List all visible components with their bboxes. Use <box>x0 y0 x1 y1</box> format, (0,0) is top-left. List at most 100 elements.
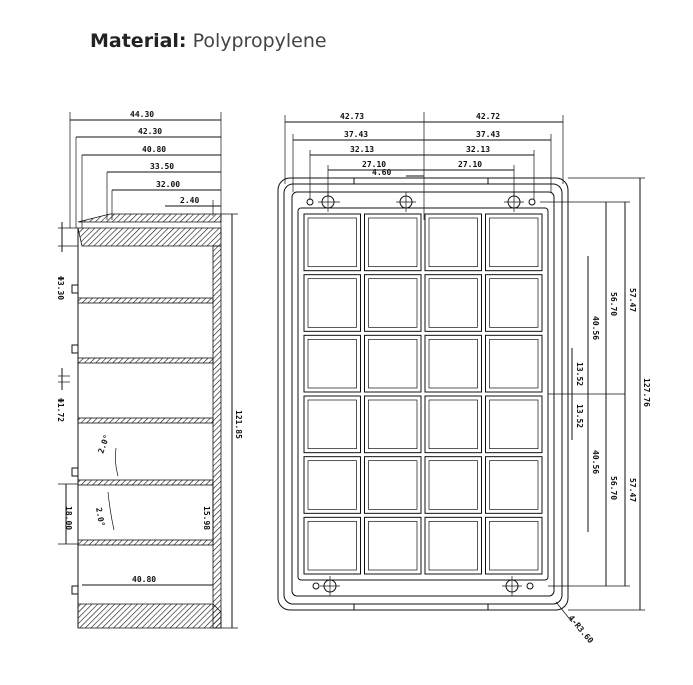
cell-1-3 <box>485 274 543 332</box>
cell-inner-3-1 <box>368 399 418 450</box>
cell-2-2 <box>424 334 482 393</box>
cell-1-2 <box>424 274 482 332</box>
dim-32-00: 32.00 <box>156 180 180 189</box>
side-view: 44.30 42.30 40.80 33.50 32.00 2.40 Φ3.30… <box>56 110 243 629</box>
cell-5-2 <box>424 516 482 575</box>
tray-outer <box>277 177 569 611</box>
cell-inner-0-0 <box>307 217 357 268</box>
dim-37-43-right: 37.43 <box>476 130 500 139</box>
cell-inner-3-2 <box>428 399 478 450</box>
cell-3-1 <box>364 395 422 454</box>
cell-inner-4-2 <box>428 460 478 510</box>
cell-0-1 <box>364 213 422 272</box>
hole-tr2 <box>528 198 536 206</box>
dim-42-72: 42.72 <box>476 112 500 121</box>
cell-inner-2-1 <box>368 338 418 389</box>
cell-4-0 <box>303 456 361 514</box>
dim-42-73: 42.73 <box>340 112 364 121</box>
cell-inner-0-1 <box>368 217 418 268</box>
cell-0-2 <box>424 213 482 272</box>
cell-inner-3-0 <box>307 399 357 450</box>
cell-3-2 <box>424 395 482 454</box>
dim-121-85: 121.85 <box>234 410 243 439</box>
cell-3-3 <box>485 395 543 454</box>
dim-4-60: 4.60 <box>372 168 391 177</box>
angle-label-1: 2.0° <box>96 434 111 455</box>
cell-inner-5-0 <box>307 520 357 571</box>
cell-1-1 <box>364 274 422 332</box>
cell-2-0 <box>303 334 361 393</box>
dim-15-98: 15.98 <box>202 506 211 530</box>
partition-5 <box>77 539 214 546</box>
dim-18-00: 18.00 <box>64 506 73 530</box>
dim-13-52-upper: 13.52 <box>575 362 584 386</box>
dim-diameter-3-30: Φ3.30 <box>56 276 65 300</box>
side-wall-right <box>212 245 222 629</box>
cell-2-1 <box>364 334 422 393</box>
dim-bottom-40-80: 40.80 <box>132 575 156 584</box>
tray-inner <box>291 191 555 597</box>
dim-27-10-right: 27.10 <box>458 160 482 169</box>
dim-27-10-left: 27.10 <box>362 160 386 169</box>
side-profile-top <box>77 213 222 223</box>
cell-inner-4-1 <box>368 460 418 510</box>
top-view: 42.73 37.43 32.13 27.10 4.60 42.72 37.43… <box>277 112 651 646</box>
partition-1 <box>77 297 214 304</box>
dim-diameter-1-72: Φ1.72 <box>56 398 65 422</box>
cell-inner-1-3 <box>489 278 539 328</box>
dim-40-80: 40.80 <box>142 145 166 154</box>
cell-inner-1-2 <box>428 278 478 328</box>
cell-inner-5-1 <box>368 520 418 571</box>
cell-inner-1-0 <box>307 278 357 328</box>
cell-4-1 <box>364 456 422 514</box>
cell-inner-2-2 <box>428 338 478 389</box>
material-label: Material: <box>90 30 187 52</box>
tray-inner-2 <box>297 207 549 581</box>
angle-label-2: 2.0° <box>94 507 106 528</box>
cell-5-0 <box>303 516 361 575</box>
dim-33-50: 33.50 <box>150 162 174 171</box>
cell-inner-2-0 <box>307 338 357 389</box>
cell-5-1 <box>364 516 422 575</box>
cell-inner-1-1 <box>368 278 418 328</box>
side-profile-wall <box>77 227 222 247</box>
dim-56-70-upper: 56.70 <box>609 292 618 316</box>
dim-37-43-left: 37.43 <box>344 130 368 139</box>
cell-4-3 <box>485 456 543 514</box>
cell-inner-0-2 <box>428 217 478 268</box>
dim-57-47-lower: 57.47 <box>628 478 637 502</box>
cell-inner-2-3 <box>489 338 539 389</box>
partition-3 <box>77 417 214 424</box>
dim-56-70-lower: 56.70 <box>609 476 618 500</box>
side-profile-bottom <box>77 603 222 629</box>
dim-corner-radius: 4-R3.60 <box>566 614 595 646</box>
cell-inner-5-2 <box>428 520 478 571</box>
cell-inner-3-3 <box>489 399 539 450</box>
cell-inner-4-3 <box>489 460 539 510</box>
dim-127-76: 127.76 <box>642 378 651 407</box>
cell-grid <box>303 213 543 575</box>
tray-outer-2 <box>283 183 563 605</box>
hole-bl <box>312 582 320 590</box>
cell-3-0 <box>303 395 361 454</box>
partition-2 <box>77 357 214 364</box>
dim-57-47-upper: 57.47 <box>628 288 637 312</box>
cell-2-3 <box>485 334 543 393</box>
dim-13-52-lower: 13.52 <box>575 404 584 428</box>
dim-42-30: 42.30 <box>138 127 162 136</box>
cell-0-3 <box>485 213 543 272</box>
dim-44-30: 44.30 <box>130 110 154 119</box>
cell-1-0 <box>303 274 361 332</box>
dim-32-13-right: 32.13 <box>466 145 490 154</box>
cell-4-2 <box>424 456 482 514</box>
cell-0-0 <box>303 213 361 272</box>
dim-40-56-upper: 40.56 <box>591 316 600 340</box>
cell-5-3 <box>485 516 543 575</box>
dim-40-56-lower: 40.56 <box>591 450 600 474</box>
cell-inner-4-0 <box>307 460 357 510</box>
cell-inner-0-3 <box>489 217 539 268</box>
partition-4 <box>77 479 214 486</box>
material-value: Polypropylene <box>192 30 327 52</box>
material-heading: Material: Polypropylene <box>90 30 327 52</box>
